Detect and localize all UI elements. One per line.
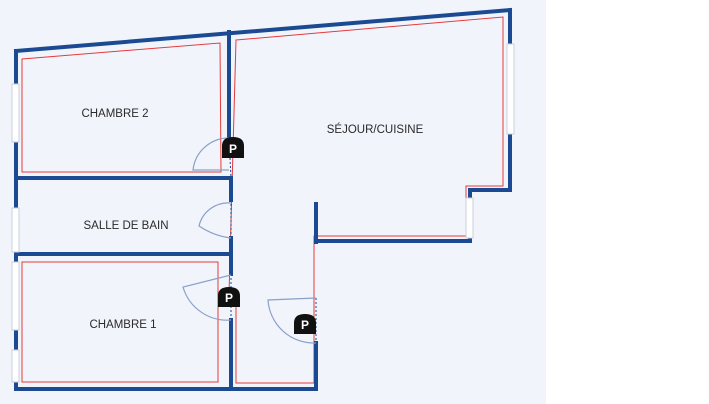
marker-entrance-label: P (301, 318, 309, 332)
door-swings (182, 137, 317, 344)
marker-upper: P (222, 137, 244, 158)
windows (11, 43, 515, 383)
window-icon (11, 349, 20, 383)
bottom-wall (14, 49, 318, 391)
right-blank-panel (546, 0, 709, 404)
parking-p-icon (222, 137, 244, 158)
parking-p-icon (218, 287, 240, 307)
floor-area-background (0, 0, 546, 404)
room-label-sejour-cuisine: SÉJOUR/CUISINE (327, 123, 424, 136)
window-icon (465, 197, 474, 239)
walls (13, 7, 512, 391)
room-label-salle-de-bain: SALLE DE BAIN (83, 220, 168, 232)
door-swing-icon (192, 137, 230, 171)
window-icon (11, 261, 20, 331)
room-label-chambre-2: CHAMBRE 2 (81, 108, 148, 120)
parking-p-icon (294, 314, 316, 334)
marker-upper-label: P (229, 142, 237, 156)
marker-entrance: P (294, 314, 316, 334)
door-swing-icon (198, 202, 232, 239)
room-label-chambre-1: CHAMBRE 1 (89, 319, 156, 331)
door-swing-icon (267, 297, 317, 344)
chambre-1-outline (21, 261, 219, 383)
outer-wall (13, 7, 512, 243)
window-icon (506, 43, 515, 135)
marker-lower: P (218, 287, 240, 307)
marker-lower-label: P (225, 291, 233, 305)
window-icon (11, 83, 20, 143)
door-swing-icon (182, 274, 232, 321)
window-icon (11, 207, 20, 253)
chambre-2-outline (21, 42, 222, 173)
